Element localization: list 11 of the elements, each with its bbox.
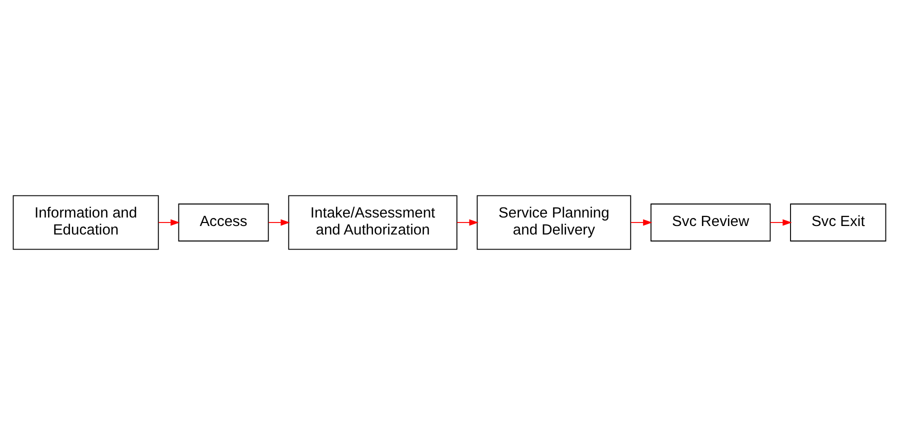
node-box: Information and Education bbox=[12, 194, 159, 250]
node-box: Svc Review bbox=[650, 203, 771, 241]
node-box: Intake/Assessment and Authorization bbox=[288, 194, 458, 250]
arrow bbox=[158, 218, 180, 226]
arrow bbox=[268, 218, 290, 226]
arrow bbox=[456, 218, 478, 226]
node-box: Service Planning and Delivery bbox=[476, 194, 632, 250]
arrow bbox=[770, 218, 792, 226]
arrow bbox=[630, 218, 652, 226]
node-box: Access bbox=[178, 203, 269, 241]
node-box: Svc Exit bbox=[790, 203, 886, 241]
